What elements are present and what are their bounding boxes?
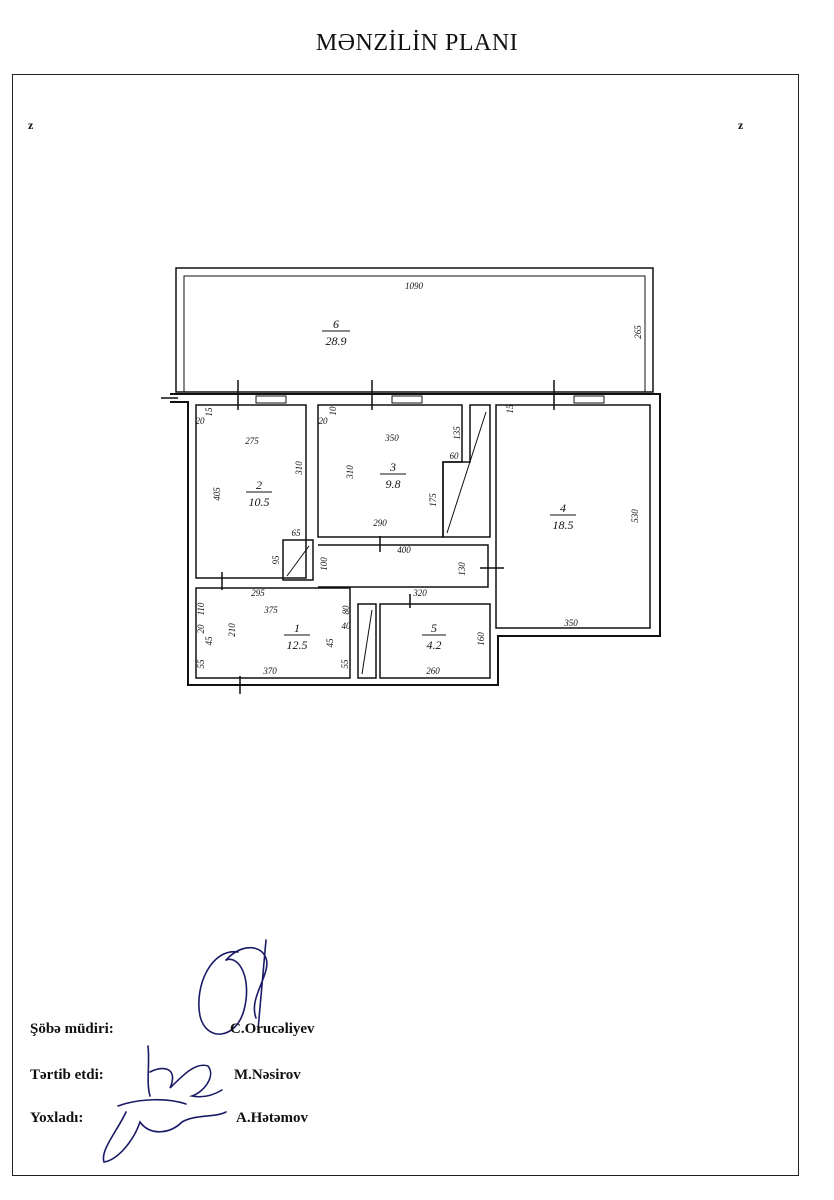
balcony-inner <box>183 275 646 393</box>
signature-nasirov <box>147 1045 223 1098</box>
room-2-outline <box>195 404 307 579</box>
room-6-area: 28.9 <box>326 334 347 348</box>
dim-r3-corner-b: 10 <box>328 406 338 416</box>
dim-r1-left: 210 <box>227 623 237 637</box>
dim-r2-right: 310 <box>294 461 304 476</box>
hallway-outline <box>318 544 489 588</box>
window-room-3 <box>391 395 423 404</box>
room-5-outline <box>379 603 491 679</box>
dim-niche-height: 95 <box>271 555 281 565</box>
dim-niche-width: 65 <box>292 528 302 538</box>
room-5-number: 5 <box>431 621 437 635</box>
signature-orucaliyev <box>198 951 248 1035</box>
dim-r1-c: 45 <box>204 636 214 646</box>
sig-name-checked-by: A.Hətəmov <box>236 1110 309 1126</box>
dim-closet-b: 175 <box>428 493 438 507</box>
dim-r2-corner-b: 15 <box>204 407 214 417</box>
sig-name-department-head: C.Orucəliyev <box>230 1021 315 1037</box>
corner-mark-right: z <box>738 118 744 132</box>
room-1-outline <box>195 587 351 679</box>
storage-diagonal <box>361 609 373 675</box>
window-room-2 <box>255 395 287 404</box>
niche-outline <box>282 539 314 581</box>
dim-balcony-length: 1090 <box>405 281 424 291</box>
sig-label-checked-by: Yoxladı: <box>30 1110 84 1126</box>
dim-r1-f: 55 <box>340 659 350 669</box>
room-6-number: 6 <box>333 317 339 331</box>
dim-r1-d: 55 <box>196 659 206 669</box>
dim-r1-a: 110 <box>196 602 206 615</box>
dim-r1-top: 375 <box>263 605 278 615</box>
dim-r2-top: 275 <box>245 436 259 446</box>
room-2-number: 2 <box>256 478 262 492</box>
dim-r3-top: 350 <box>384 433 399 443</box>
dim-hall-length: 400 <box>397 545 411 555</box>
signature-hatamov <box>102 1098 227 1163</box>
dim-r4-corner: 15 <box>505 404 515 414</box>
room-4-number: 4 <box>560 501 566 515</box>
dim-r4-bottom: 350 <box>563 618 578 628</box>
storage-outline <box>357 603 377 679</box>
room-4-area: 18.5 <box>553 518 574 532</box>
room-2-area: 10.5 <box>249 495 270 509</box>
window-room-4 <box>573 395 605 404</box>
room-5-area: 4.2 <box>427 638 442 652</box>
dim-hall-height: 130 <box>457 562 467 576</box>
outer-wall <box>170 393 661 686</box>
dim-balcony-depth: 265 <box>633 325 643 339</box>
room-4-outline <box>495 404 651 629</box>
dim-r5-top: 320 <box>412 588 427 598</box>
dim-r2-bottom: 295 <box>251 588 265 598</box>
niche-diagonal <box>286 545 310 577</box>
sig-label-compiled-by: Tərtib etdi: <box>30 1067 104 1083</box>
dim-r2-left: 405 <box>212 487 222 501</box>
room-3-number: 3 <box>389 460 396 474</box>
dim-r5-right: 160 <box>476 632 486 646</box>
dim-r2-corner-a: 20 <box>196 416 206 426</box>
room-1-number: 1 <box>294 621 300 635</box>
dim-hall-step: 100 <box>319 557 329 571</box>
room-1-area: 12.5 <box>287 638 308 652</box>
dim-r1-bottom: 370 <box>262 666 277 676</box>
document-title: MƏNZİLİN PLANI <box>315 30 519 56</box>
dim-r1-e: 45 <box>325 638 335 648</box>
room-3-area: 9.8 <box>386 477 401 491</box>
dim-r3-bottom: 290 <box>373 518 387 528</box>
sig-name-compiled-by: M.Nəsirov <box>234 1067 301 1083</box>
page-frame <box>12 74 799 1176</box>
dim-r1-b: 20 <box>196 624 206 634</box>
sig-label-department-head: Şöbə müdiri: <box>30 1021 114 1037</box>
dim-r1-h: 40 <box>342 621 352 631</box>
dim-r3-left: 310 <box>345 465 355 480</box>
signature-orucaliyev-stroke <box>225 939 268 1031</box>
dim-r4-right: 530 <box>630 509 640 523</box>
dim-r1-g: 80 <box>341 605 351 615</box>
dim-closet-a: 135 <box>452 426 462 440</box>
closet-diagonal <box>446 411 487 534</box>
corner-mark-left: z <box>28 118 34 132</box>
dim-r3-corner-a: 20 <box>319 416 329 426</box>
dim-r5-bottom: 260 <box>426 666 440 676</box>
dim-closet-top: 60 <box>450 451 460 461</box>
